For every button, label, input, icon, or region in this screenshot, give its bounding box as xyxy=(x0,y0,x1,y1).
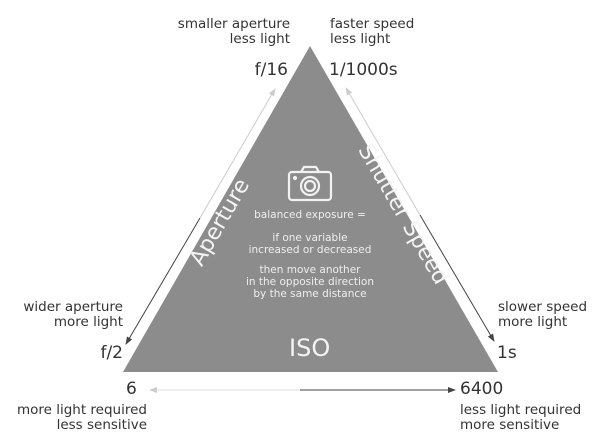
shutter-top-value: 1/1000s xyxy=(329,60,398,80)
shutter-bottom-value: 1s xyxy=(497,343,517,363)
iso-left-value: 6 xyxy=(126,379,137,399)
center-line1: balanced exposure = xyxy=(254,209,366,221)
camera-icon xyxy=(287,165,333,202)
aperture-arrow xyxy=(125,217,201,345)
aperture-bottom-value: f/2 xyxy=(100,343,123,363)
iso-right-value: 6400 xyxy=(460,379,504,399)
iso-label: ISO xyxy=(289,334,331,362)
triangle xyxy=(123,46,498,372)
shutter-arrow xyxy=(419,214,495,342)
aperture-top-value: f/16 xyxy=(254,60,288,80)
